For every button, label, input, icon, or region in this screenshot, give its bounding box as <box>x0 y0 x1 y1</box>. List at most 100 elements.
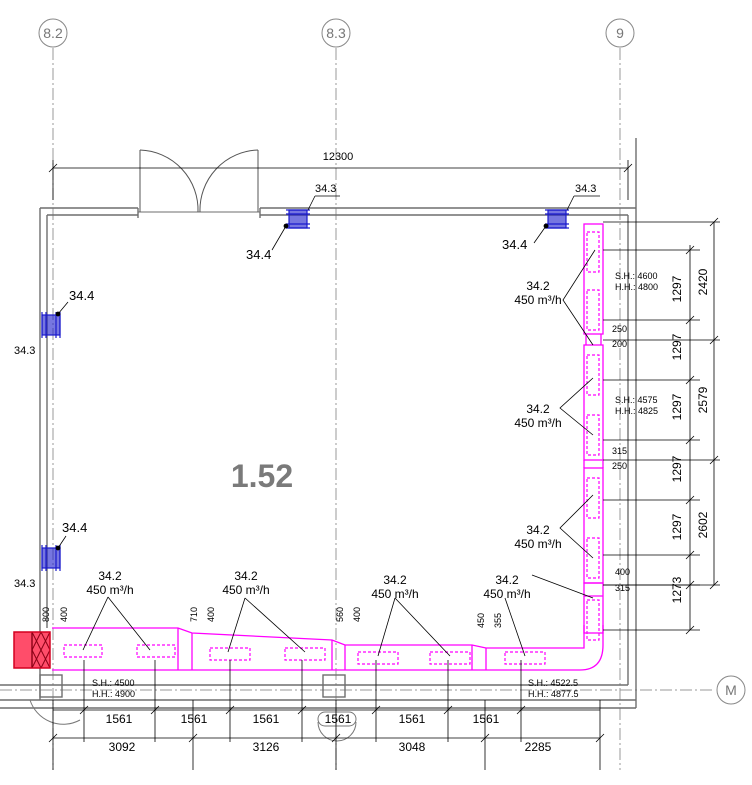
bottom-dims-row2-labels: 3092 3126 3048 2285 <box>109 740 552 754</box>
dim-rslash2-2 <box>709 455 719 465</box>
grid-label-8-3: 8.3 <box>326 25 346 41</box>
room-number: 1.52 <box>231 458 293 494</box>
dim-slash-0 <box>79 705 89 715</box>
top-width-label: 12300 <box>323 151 354 163</box>
duct-tag-leaders <box>82 249 596 657</box>
size-315-b: 315 <box>615 583 630 593</box>
height-right-top-sh: S.H.: 4600 <box>615 271 658 281</box>
tag-diffuser-left-2-a: 34.4 <box>62 520 87 535</box>
dim-rslash-2 <box>685 375 695 385</box>
size-560: 560 <box>335 607 345 622</box>
duct-grilles <box>63 231 600 665</box>
dim-rslash2-3 <box>709 580 719 590</box>
duct-label-3-flow: 450 m³/h <box>371 587 418 601</box>
dim-right-total-1: 2420 <box>696 268 710 295</box>
dim-slash-6 <box>516 705 526 715</box>
supply-duct <box>52 223 604 671</box>
dim-right-6: 1273 <box>670 576 684 603</box>
duct-label-4-tag: 34.2 <box>495 573 519 587</box>
dim-rslash-0 <box>685 245 695 255</box>
dim-slash-5 <box>443 705 453 715</box>
tag-diffuser-top-2-a: 34.3 <box>575 183 596 195</box>
duct-size-labels: 800 400 710 400 560 400 450 355 250 200 … <box>41 324 630 628</box>
dim-slash2-1 <box>188 733 198 743</box>
grid-bubble-8-2 <box>38 18 68 48</box>
height-bottom-right-sh: S.H.: 4522.5 <box>528 678 578 688</box>
diffusers <box>41 209 569 571</box>
dim-rslash2-1 <box>709 335 719 345</box>
dim-right-1: 1297 <box>670 275 684 302</box>
size-250-b: 250 <box>612 461 627 471</box>
dim-slash-3 <box>297 705 307 715</box>
dim-right-total-2: 2579 <box>696 386 710 413</box>
duct-label-7-flow: 450 m³/h <box>514 537 561 551</box>
grid-bubble-8-3 <box>321 18 351 48</box>
dim-bottom-2: 1561 <box>181 712 208 726</box>
tag-diffuser-top-1-a: 34.3 <box>315 183 336 195</box>
duct-label-6-flow: 450 m³/h <box>514 416 561 430</box>
size-250-a: 250 <box>612 324 627 334</box>
tag-diffuser-left-1-b: 34.3 <box>14 345 35 357</box>
dim-right-total-3: 2602 <box>696 511 710 538</box>
duct-label-2-tag: 34.2 <box>234 569 258 583</box>
height-right-mid-sh: S.H.: 4575 <box>615 395 658 405</box>
duct-label-1-tag: 34.2 <box>98 569 122 583</box>
tag-diffuser-left-2-b: 34.3 <box>14 578 35 590</box>
tag-diffuser-top-2-b: 34.4 <box>502 237 527 252</box>
height-right-mid-hh: H.H.: 4825 <box>615 406 658 416</box>
size-315-a: 315 <box>612 446 627 456</box>
dim-right-3: 1297 <box>670 393 684 420</box>
dim-rslash-3 <box>685 435 695 445</box>
dim-rslash-1 <box>685 315 695 325</box>
right-dimensions <box>603 217 720 635</box>
dim-bottom-total-4: 2285 <box>525 740 552 754</box>
size-400-d: 400 <box>615 567 630 577</box>
size-355: 355 <box>493 613 503 628</box>
size-200: 200 <box>612 339 627 349</box>
size-450: 450 <box>476 613 486 628</box>
grid-label-8-2: 8.2 <box>43 25 63 41</box>
height-bottom-left-sh: S.H.: 4500 <box>92 678 135 688</box>
grid-label-9: 9 <box>616 25 624 41</box>
duct-label-7-tag: 34.2 <box>526 523 550 537</box>
diffuser-top-1 <box>286 209 310 229</box>
size-400-a: 400 <box>59 607 69 622</box>
dim-slash2-3 <box>480 733 490 743</box>
duct-label-5-flow: 450 m³/h <box>514 293 561 307</box>
dim-rslash2-0 <box>709 217 719 227</box>
size-710: 710 <box>189 607 199 622</box>
top-dimension <box>48 160 633 200</box>
height-bottom-right-hh: H.H.: 4877.5 <box>528 689 579 699</box>
dim-bottom-5: 1561 <box>399 712 426 726</box>
size-400-c: 400 <box>352 607 362 622</box>
grid-lines <box>0 48 715 770</box>
grid-label-m: M <box>725 682 737 698</box>
tag-diffuser-top-1-b: 34.4 <box>246 247 271 262</box>
duct-flow-labels: 34.2 450 m³/h 34.2 450 m³/h 34.2 450 m³/… <box>86 279 561 601</box>
duct-label-5-tag: 34.2 <box>526 279 550 293</box>
dim-slash-4 <box>371 705 381 715</box>
dim-right-4: 1297 <box>670 455 684 482</box>
double-door <box>29 149 357 742</box>
diffuser-left-1 <box>41 312 61 338</box>
dim-bottom-3: 1561 <box>253 712 280 726</box>
dim-bottom-4: 1561 <box>325 712 352 726</box>
dim-slash-1 <box>150 705 160 715</box>
dim-slash-2 <box>225 705 235 715</box>
size-400-b: 400 <box>206 607 216 622</box>
duct-label-4-flow: 450 m³/h <box>483 587 530 601</box>
tag-leaders <box>55 195 600 551</box>
dim-rslash-5 <box>685 550 695 560</box>
dim-bottom-total-1: 3092 <box>109 740 136 754</box>
duct-label-3-tag: 34.2 <box>383 573 407 587</box>
dim-rslash-4 <box>685 495 695 505</box>
dim-rslash-7 <box>685 625 695 635</box>
dim-bottom-total-3: 3048 <box>399 740 426 754</box>
dim-bottom-1: 1561 <box>106 712 133 726</box>
right-dims-outer-labels: 2420 2579 2602 <box>696 268 710 538</box>
bottom-dimensions <box>48 660 605 770</box>
bottom-dims-row1-labels: 1561 1561 1561 1561 1561 1561 <box>106 712 500 726</box>
grid-bubble-9 <box>605 18 635 48</box>
height-bottom-left-hh: H.H.: 4900 <box>92 689 135 699</box>
dim-bottom-6: 1561 <box>473 712 500 726</box>
